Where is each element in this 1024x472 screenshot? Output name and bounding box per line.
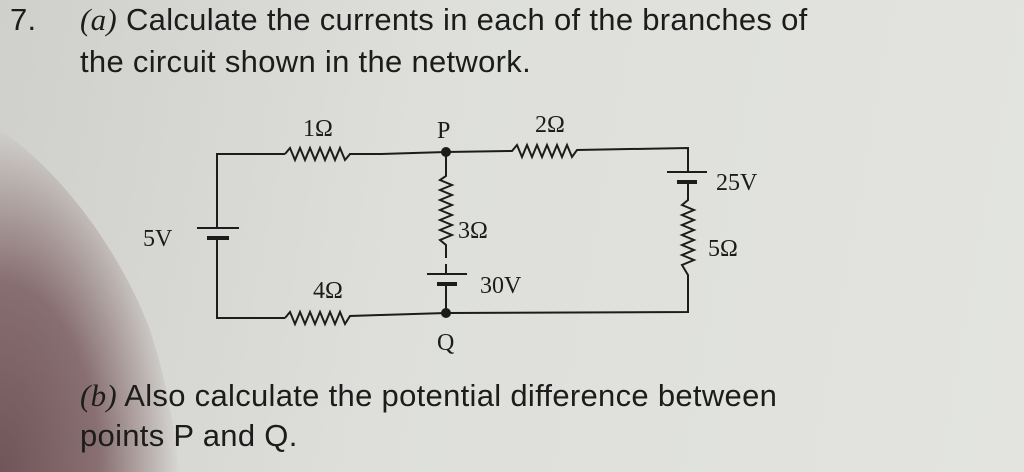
node-p-label: P: [437, 118, 450, 144]
resistor-5ohm: [445, 182, 697, 314]
v-left-label: 5V: [143, 226, 173, 252]
part-a-line1: (a) Calculate the currents in each of th…: [80, 2, 808, 38]
part-a-label: (a): [80, 2, 118, 37]
r5-label: 5Ω: [708, 236, 738, 262]
battery-30v: [427, 264, 467, 313]
part-b-line1: (b) Also calculate the potential differe…: [80, 378, 777, 414]
v-right-label: 25V: [716, 170, 758, 196]
part-a-text: Calculate the currents in each of the br…: [125, 2, 808, 37]
question-number: 7.: [10, 2, 37, 37]
part-a-line2: the circuit shown in the network.: [80, 44, 531, 79]
r1-label: 1Ω: [303, 116, 333, 142]
part-b-label: (b): [80, 378, 118, 413]
wire-left: [216, 153, 285, 319]
resistor-1ohm: [284, 145, 447, 163]
r3-label: 3Ω: [458, 218, 488, 244]
battery-5v: [197, 227, 239, 240]
resistor-2ohm: [445, 142, 689, 172]
node-q-label: Q: [437, 330, 454, 356]
part-b-line2: points P and Q.: [80, 418, 298, 453]
v-middle-label: 30V: [480, 273, 522, 299]
node-q-dot: [441, 308, 451, 318]
node-p-dot: [441, 147, 451, 157]
part-b-text: Also calculate the potential difference …: [124, 378, 778, 413]
resistor-4ohm: [284, 309, 447, 327]
r4-label: 4Ω: [313, 278, 343, 304]
resistor-3ohm: [437, 152, 455, 258]
r2-label: 2Ω: [535, 112, 565, 138]
battery-25v: [667, 171, 707, 184]
